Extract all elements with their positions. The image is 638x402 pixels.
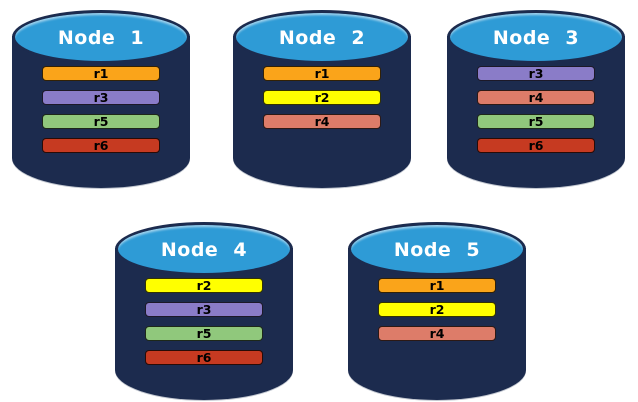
replica-list: r1 r2 r4 xyxy=(233,66,411,129)
replica-bar: r2 xyxy=(145,278,263,293)
replica-bar: r4 xyxy=(378,326,496,341)
replica-list: r3 r4 r5 r6 xyxy=(447,66,625,153)
replica-bar: r6 xyxy=(145,350,263,365)
replica-bar: r6 xyxy=(477,138,595,153)
replica-bar: r4 xyxy=(477,90,595,105)
replica-bar: r5 xyxy=(145,326,263,341)
replica-bar: r1 xyxy=(263,66,381,81)
node-cylinder-4: Node 4 r2 r3 r5 r6 xyxy=(115,222,293,400)
node-cylinder-2: Node 2 r1 r2 r4 xyxy=(233,10,411,188)
node-title: Node 1 xyxy=(57,26,145,49)
node-title: Node 4 xyxy=(160,238,248,261)
replica-bar: r4 xyxy=(263,114,381,129)
replica-bar: r2 xyxy=(263,90,381,105)
replica-bar: r3 xyxy=(42,90,160,105)
node-cylinder-5: Node 5 r1 r2 r4 xyxy=(348,222,526,400)
cylinder-top: Node 3 xyxy=(447,10,625,64)
replica-bar: r3 xyxy=(145,302,263,317)
replica-bar: r6 xyxy=(42,138,160,153)
replica-bar: r1 xyxy=(42,66,160,81)
node-cylinder-1: Node 1 r1 r3 r5 r6 xyxy=(12,10,190,188)
node-title: Node 3 xyxy=(492,26,580,49)
replica-bar: r2 xyxy=(378,302,496,317)
cylinder-top: Node 4 xyxy=(115,222,293,276)
replica-list: r2 r3 r5 r6 xyxy=(115,278,293,365)
replica-bar: r5 xyxy=(42,114,160,129)
cylinder-top: Node 5 xyxy=(348,222,526,276)
replica-bar: r5 xyxy=(477,114,595,129)
replica-list: r1 r2 r4 xyxy=(348,278,526,341)
cylinder-top: Node 2 xyxy=(233,10,411,64)
replica-list: r1 r3 r5 r6 xyxy=(12,66,190,153)
cylinder-top: Node 1 xyxy=(12,10,190,64)
replica-bar: r3 xyxy=(477,66,595,81)
node-cylinder-3: Node 3 r3 r4 r5 r6 xyxy=(447,10,625,188)
replica-bar: r1 xyxy=(378,278,496,293)
node-title: Node 2 xyxy=(278,26,366,49)
node-title: Node 5 xyxy=(393,238,481,261)
